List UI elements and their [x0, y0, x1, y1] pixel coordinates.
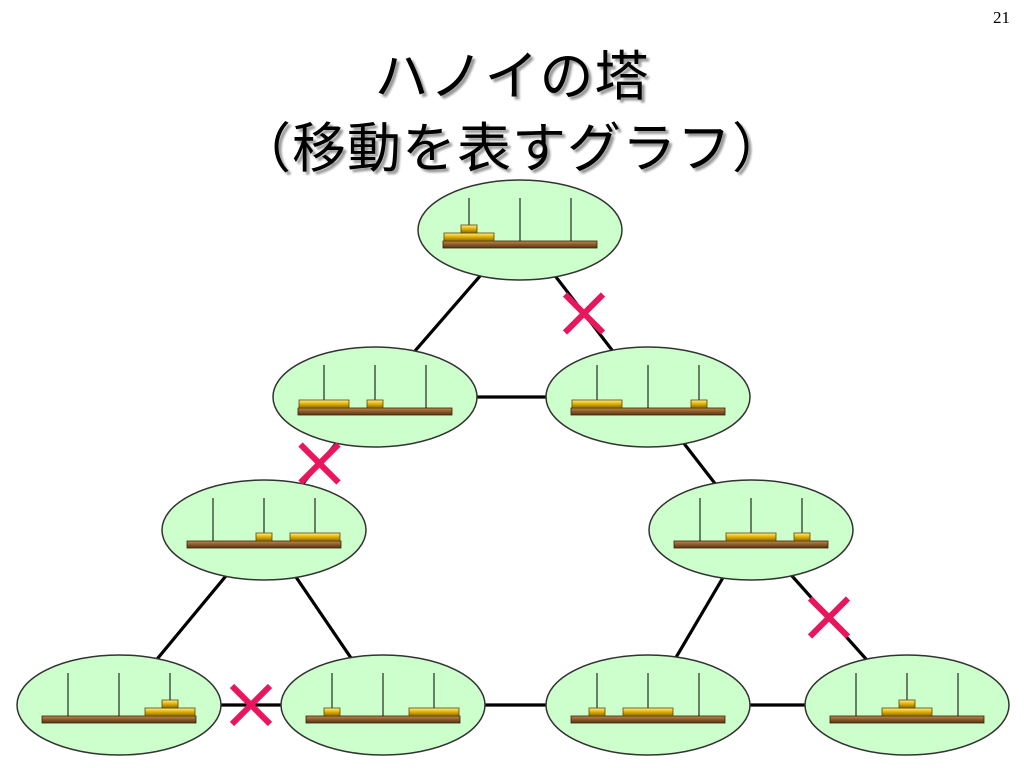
tower-base [570, 407, 726, 416]
small-disk [161, 699, 179, 709]
tower-base [297, 407, 453, 416]
edges-layer [117, 228, 909, 707]
large-disk [622, 707, 674, 717]
forbidden-move-mark [229, 683, 273, 727]
large-disk [571, 399, 623, 409]
state-node-s-bottom-1 [16, 654, 222, 756]
small-disk [460, 224, 478, 234]
forbidden-move-mark [807, 596, 851, 639]
forbidden-move-mark [562, 292, 606, 335]
state-node-s-bottom-4 [804, 654, 1010, 756]
forbidden-move-mark [298, 442, 341, 485]
small-disk [588, 707, 606, 717]
large-disk [881, 707, 933, 717]
large-disk [408, 707, 460, 717]
state-node-s-lower-left [161, 479, 367, 581]
large-disk [725, 532, 777, 542]
large-disk [443, 232, 495, 242]
small-disk [793, 532, 811, 542]
state-node-s-mid-left [272, 346, 478, 448]
tower-base [442, 240, 598, 249]
state-node-s-bottom-3 [545, 654, 751, 756]
small-disk [323, 707, 341, 717]
slide-subtitle: （移動を表すグラフ） [237, 117, 787, 180]
tower-base [305, 715, 461, 724]
nodes-layer [16, 179, 1010, 756]
small-disk [898, 699, 916, 709]
forbidden-marks-layer [229, 292, 851, 727]
state-node-s-bottom-2 [280, 654, 486, 756]
state-node-s-mid-right [545, 346, 751, 448]
state-node-s-top [417, 179, 623, 281]
slide-title: ハノイの塔 [374, 45, 650, 108]
large-disk [289, 532, 341, 542]
large-disk [144, 707, 196, 717]
tower-base [186, 540, 342, 549]
state-node-s-lower-right [648, 479, 854, 581]
slide-number: 21 [993, 8, 1010, 27]
large-disk [298, 399, 350, 409]
small-disk [366, 399, 384, 409]
small-disk [690, 399, 708, 409]
tower-base [829, 715, 985, 724]
tower-base [41, 715, 197, 724]
small-disk [255, 532, 273, 542]
tower-base [673, 540, 829, 549]
tower-base [570, 715, 726, 724]
